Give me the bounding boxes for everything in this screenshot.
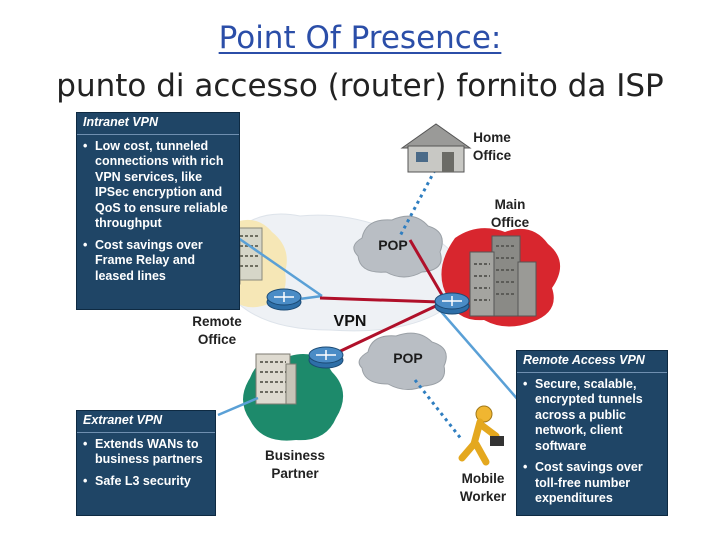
router-icon-remote bbox=[266, 288, 302, 311]
pop-top-cloud bbox=[353, 215, 443, 278]
business-partner-label: Business Partner bbox=[264, 448, 326, 481]
extranet-vpn-bullet: Safe L3 security bbox=[81, 474, 209, 490]
extranet-vpn-panel: Extranet VPN Extends WANs to business pa… bbox=[76, 410, 216, 516]
vpn-label: VPN bbox=[334, 313, 367, 330]
dialup-links bbox=[398, 169, 464, 441]
intranet-vpn-header: Intranet VPN bbox=[77, 113, 239, 135]
main-office-building-icon bbox=[469, 235, 537, 317]
intranet-vpn-bullet: Cost savings over Frame Relay and leased… bbox=[81, 238, 233, 285]
remote-access-vpn-panel: Remote Access VPN Secure, scalable, encr… bbox=[516, 350, 668, 516]
extranet-vpn-header: Extranet VPN bbox=[77, 411, 215, 433]
home-office-house-icon bbox=[400, 123, 472, 173]
mobile-worker-label: Mobile Worker bbox=[459, 471, 507, 504]
remote-office-label: Remote Office bbox=[192, 314, 242, 347]
vpn-tunnels bbox=[319, 239, 447, 358]
business-partner-building-icon bbox=[255, 353, 297, 405]
mobile-worker-figure-icon bbox=[458, 405, 504, 466]
slide-subtitle: punto di accesso (router) fornito da ISP bbox=[56, 68, 664, 104]
router-icon-main bbox=[434, 292, 470, 315]
remote-access-vpn-bullet: Secure, scalable, encrypted tunnels acro… bbox=[521, 377, 661, 455]
pop-bottom-label: POP bbox=[393, 350, 423, 366]
router-icon-partner bbox=[308, 346, 344, 369]
remote-access-vpn-bullet: Cost savings over toll-free number expen… bbox=[521, 460, 661, 507]
home-office-label: Home Office bbox=[472, 130, 512, 163]
pop-top-label: POP bbox=[378, 237, 408, 253]
intranet-vpn-bullet: Low cost, tunneled connections with rich… bbox=[81, 139, 233, 232]
extranet-vpn-bullet: Extends WANs to business partners bbox=[81, 437, 209, 468]
pop-bottom-cloud bbox=[358, 332, 447, 390]
slide-title-link[interactable]: Point Of Presence: bbox=[218, 20, 502, 56]
intranet-vpn-panel: Intranet VPN Low cost, tunneled connecti… bbox=[76, 112, 240, 310]
main-office-label: Main Office bbox=[490, 197, 530, 230]
remote-access-vpn-header: Remote Access VPN bbox=[517, 351, 667, 373]
